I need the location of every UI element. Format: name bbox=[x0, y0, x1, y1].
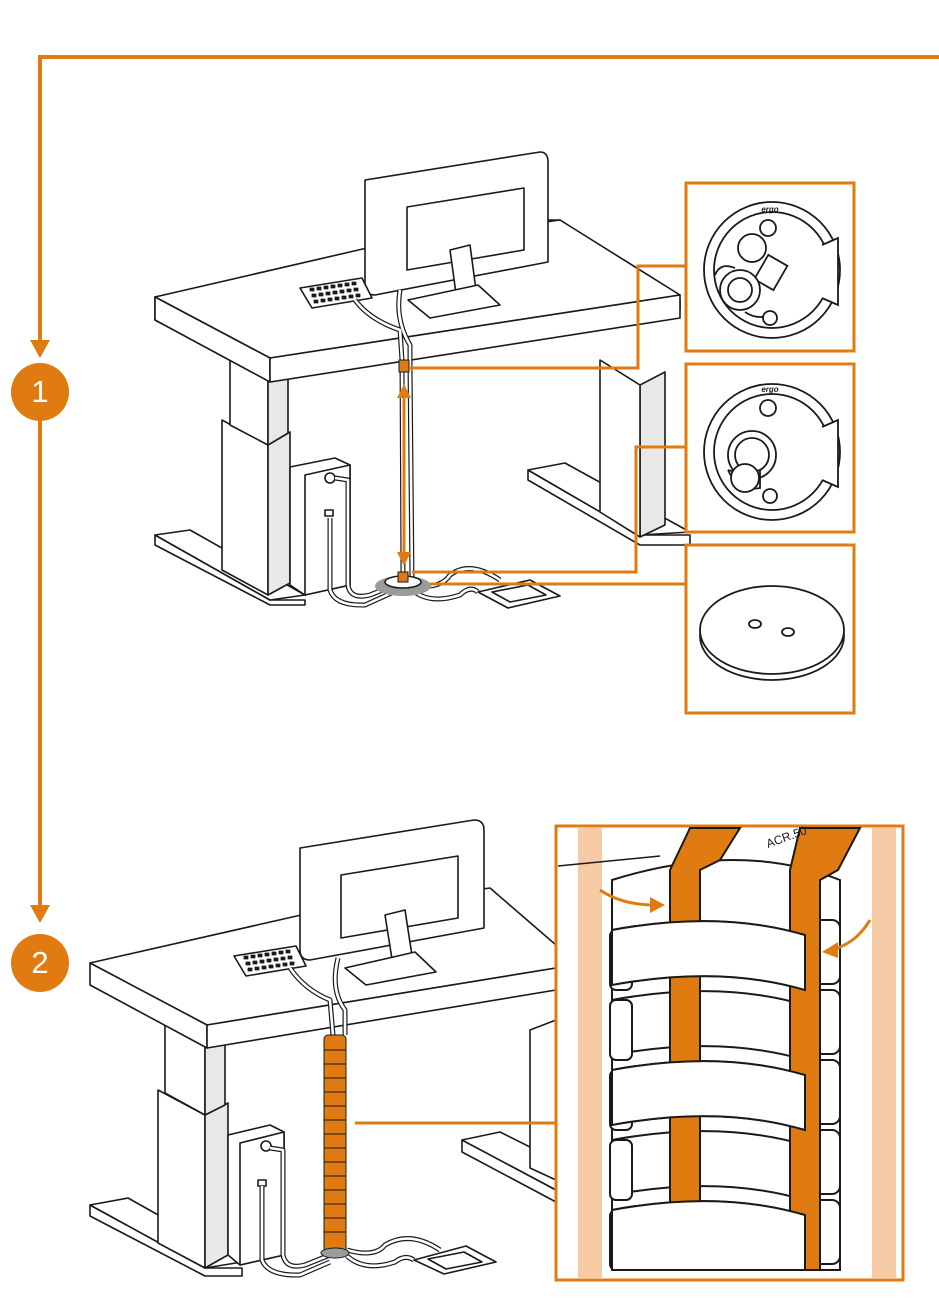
step-number-2: 2 bbox=[31, 945, 49, 980]
step-badge-1: 1 bbox=[11, 363, 69, 421]
flow-arrow-1 bbox=[30, 340, 50, 358]
clip-bottom-detail bbox=[703, 383, 841, 521]
cable-spine bbox=[320, 1034, 350, 1259]
step1-highlights bbox=[397, 359, 411, 583]
clip-top-logo: ergo bbox=[761, 205, 778, 214]
step-number-1: 1 bbox=[31, 374, 49, 409]
floor-plate-detail bbox=[699, 585, 845, 681]
spine-detail-box bbox=[554, 824, 905, 1282]
keyboard-keys-2 bbox=[243, 949, 295, 972]
keyboard-keys bbox=[309, 281, 361, 304]
desk-illustration-1 bbox=[154, 151, 691, 609]
clip-top-detail bbox=[703, 201, 841, 339]
leader-lines-1 bbox=[410, 264, 686, 586]
flow-arrow-2 bbox=[30, 905, 50, 923]
step-badge-2: 2 bbox=[11, 934, 69, 992]
flow-line bbox=[38, 55, 939, 905]
clip-bottom-logo: ergo bbox=[761, 385, 778, 394]
desk-illustration-2 bbox=[89, 819, 557, 1278]
